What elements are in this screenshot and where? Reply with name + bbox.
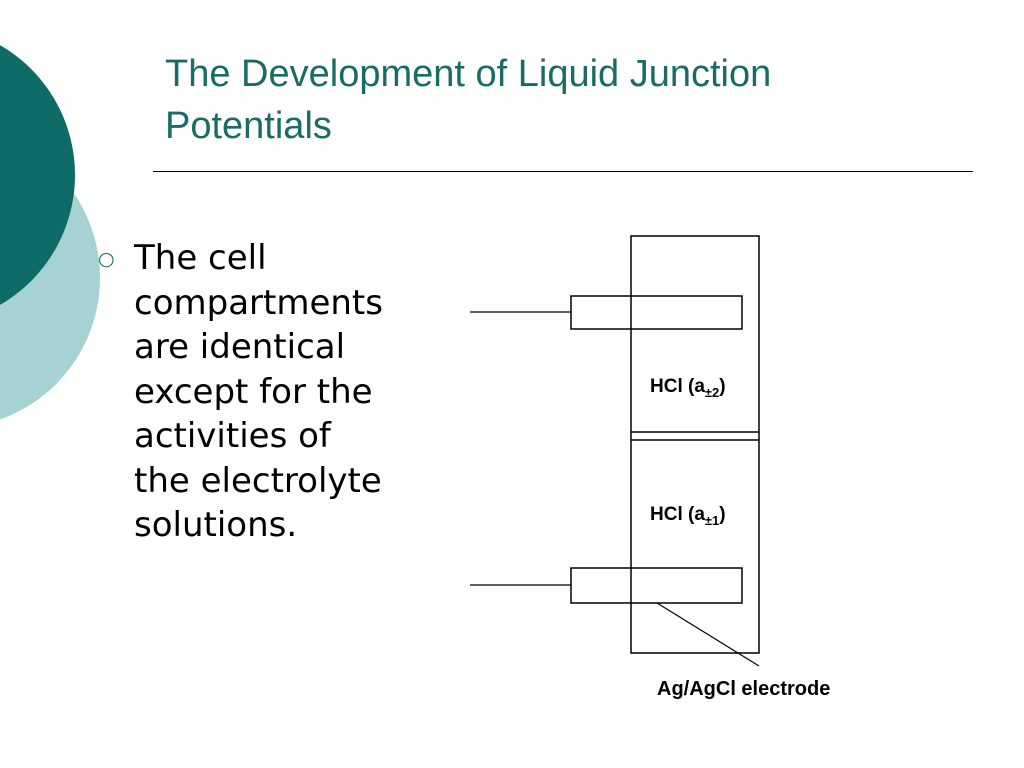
lower-electrode xyxy=(570,567,743,604)
bullet-line: the electrolyte xyxy=(134,460,382,501)
bullet-line: are identical xyxy=(134,327,346,367)
upper-solution-subscript: ±2 xyxy=(705,385,719,400)
upper-solution-suffix: ) xyxy=(719,376,725,397)
bullet-line: solutions. xyxy=(134,505,298,545)
upper-solution-label: HCl (a±2) xyxy=(650,376,726,400)
title-line: The Development of Liquid Junction xyxy=(165,53,772,95)
bullet-line: The cell xyxy=(134,238,267,278)
title-line: Potentials xyxy=(165,105,332,147)
bullet-line: except for the xyxy=(134,371,373,412)
lower-solution-subscript: ±1 xyxy=(705,513,719,528)
decorative-circles xyxy=(0,45,100,420)
electrode-pointer xyxy=(656,602,760,667)
bullet-line: compartments xyxy=(134,282,383,323)
lower-solution-label: HCl (a±1) xyxy=(650,504,726,528)
title-divider xyxy=(153,171,973,172)
lower-solution-suffix: ) xyxy=(719,504,725,525)
upper-solution-prefix: HCl (a xyxy=(650,376,705,397)
slide-title: The Development of Liquid Junction Poten… xyxy=(165,48,985,152)
bullet-line: activities of xyxy=(134,416,331,456)
electrode-label: Ag/AgCl electrode xyxy=(657,678,830,700)
dark-circle xyxy=(0,45,75,305)
bullet-circle-icon: ○ xyxy=(98,248,115,270)
bullet-text: The cell compartments are identical exce… xyxy=(134,236,464,548)
cell-vessel xyxy=(630,235,760,654)
upper-electrode xyxy=(570,295,743,330)
lower-solution-prefix: HCl (a xyxy=(650,504,705,525)
